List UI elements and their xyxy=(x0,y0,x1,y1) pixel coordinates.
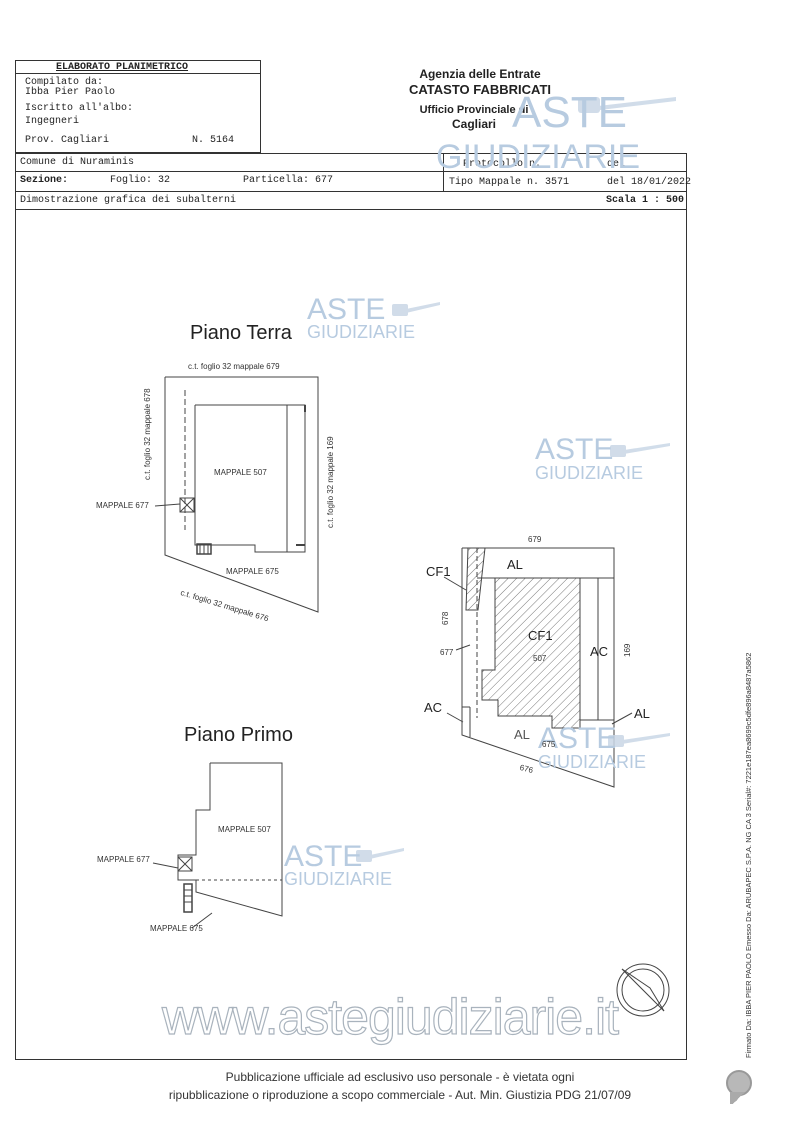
footer-line2: ripubblicazione o riproduzione a scopo c… xyxy=(168,1088,632,1102)
header-left-box xyxy=(15,60,261,153)
pp-mappale-677: MAPPALE 677 xyxy=(97,855,150,864)
sezione: Sezione: xyxy=(20,175,69,186)
wm-aste-low: ASTE xyxy=(284,840,363,873)
sub-cf1-center: CF1 xyxy=(528,628,553,643)
particella: Particella: 677 xyxy=(243,175,334,186)
leader-lines xyxy=(154,503,181,507)
wm-giudiziarie-mid2: GIUDIZIARIE xyxy=(535,463,644,483)
province-label: Prov. Cagliari xyxy=(25,135,110,146)
pt-left-label: c.t. foglio 32 mappale 678 xyxy=(143,388,152,480)
north-arrow xyxy=(616,963,670,1017)
sub-675: 675 xyxy=(542,740,556,749)
wm-giudiziarie-top: GIUDIZIARIE xyxy=(436,138,641,176)
piano-primo-plan xyxy=(152,762,283,929)
del-date: del 18/01/2022 xyxy=(607,177,692,188)
compiled-by-label: Compilato da: xyxy=(25,77,104,88)
dimostrazione: Dimostrazione grafica dei subalterni xyxy=(20,195,237,206)
sub-678: 678 xyxy=(441,611,450,625)
wm-giudiziarie-mid3: GIUDIZIARIE xyxy=(538,752,647,772)
sub-al-bottom: AL xyxy=(514,727,530,742)
sub-al-right: AL xyxy=(634,706,650,721)
tipo-mappale: Tipo Mappale n. 3571 xyxy=(449,177,570,188)
sub-679: 679 xyxy=(528,535,542,544)
foglio: Foglio: 32 xyxy=(110,175,171,186)
wm-giudiziarie-mid1: GIUDIZIARIE xyxy=(307,322,416,342)
sub-ac-right: AC xyxy=(590,644,609,659)
scala: Scala 1 : 500 xyxy=(606,195,685,206)
footer-line1: Pubblicazione ufficiale ad esclusivo uso… xyxy=(225,1070,575,1084)
piano-terra-title: Piano Terra xyxy=(190,322,292,344)
sub-677: 677 xyxy=(440,648,454,657)
row-divider-2 xyxy=(15,191,687,192)
sub-169: 169 xyxy=(623,643,632,657)
register-number: N. 5164 xyxy=(192,135,235,146)
agency-line2: CATASTO FABBRICATI xyxy=(408,82,552,97)
pt-right-label: c.t. foglio 32 mappale 169 xyxy=(326,436,335,528)
main-frame xyxy=(15,153,687,1060)
sub-al-top: AL xyxy=(507,557,523,572)
wm-aste-mid3: ASTE xyxy=(538,722,617,755)
sub-cf1-left: CF1 xyxy=(426,564,451,579)
piano-terra-plan xyxy=(164,376,319,613)
agency-line4: Cagliari xyxy=(451,117,496,131)
piano-primo-title: Piano Primo xyxy=(184,724,293,746)
pt-mappale-677: MAPPALE 677 xyxy=(96,501,149,510)
agency-line3: Ufficio Provinciale di xyxy=(419,104,529,116)
agency-line1: Agenzia delle Entrate xyxy=(419,67,541,81)
header-title-divider xyxy=(15,73,261,74)
protocollo: Protocollo n. xyxy=(463,159,542,170)
wm-aste-mid1: ASTE xyxy=(307,293,386,326)
pt-top-label: c.t. foglio 32 mappale 679 xyxy=(188,362,280,371)
wm-aste-top: ASTE xyxy=(512,88,627,137)
wm-giudiziarie-low: GIUDIZIARIE xyxy=(284,869,393,889)
wm-url: www.astegiudiziarie.it xyxy=(161,988,619,1045)
row-divider-3 xyxy=(15,209,687,210)
seal-icon xyxy=(726,1070,752,1096)
pt-mappale-675: MAPPALE 675 xyxy=(226,567,279,576)
comune: Comune di Nuraminis xyxy=(20,157,135,168)
compiled-by: Ibba Pier Paolo xyxy=(25,87,116,98)
sub-ac-left: AC xyxy=(424,700,443,715)
digital-signature: Firmato Da: IBBA PIER PAOLO Emesso Da: A… xyxy=(744,652,753,1058)
register: Ingegneri xyxy=(25,116,80,127)
doc-title: ELABORATO PLANIMETRICO xyxy=(56,62,189,73)
col-divider xyxy=(443,153,444,191)
register-label: Iscritto all'albo: xyxy=(25,103,134,114)
subalterni-plan xyxy=(443,547,633,788)
row-divider-1 xyxy=(15,171,687,172)
sub-507: 507 xyxy=(533,654,547,663)
wm-aste-mid2: ASTE xyxy=(535,433,614,466)
watermark-hammers xyxy=(356,97,676,862)
seal-ribbon-icon xyxy=(730,1092,748,1104)
pt-mappale-507: MAPPALE 507 xyxy=(214,468,267,477)
pp-mappale-507: MAPPALE 507 xyxy=(218,825,271,834)
pp-mappale-675: MAPPALE 675 xyxy=(150,924,203,933)
del-label: del xyxy=(607,159,626,170)
